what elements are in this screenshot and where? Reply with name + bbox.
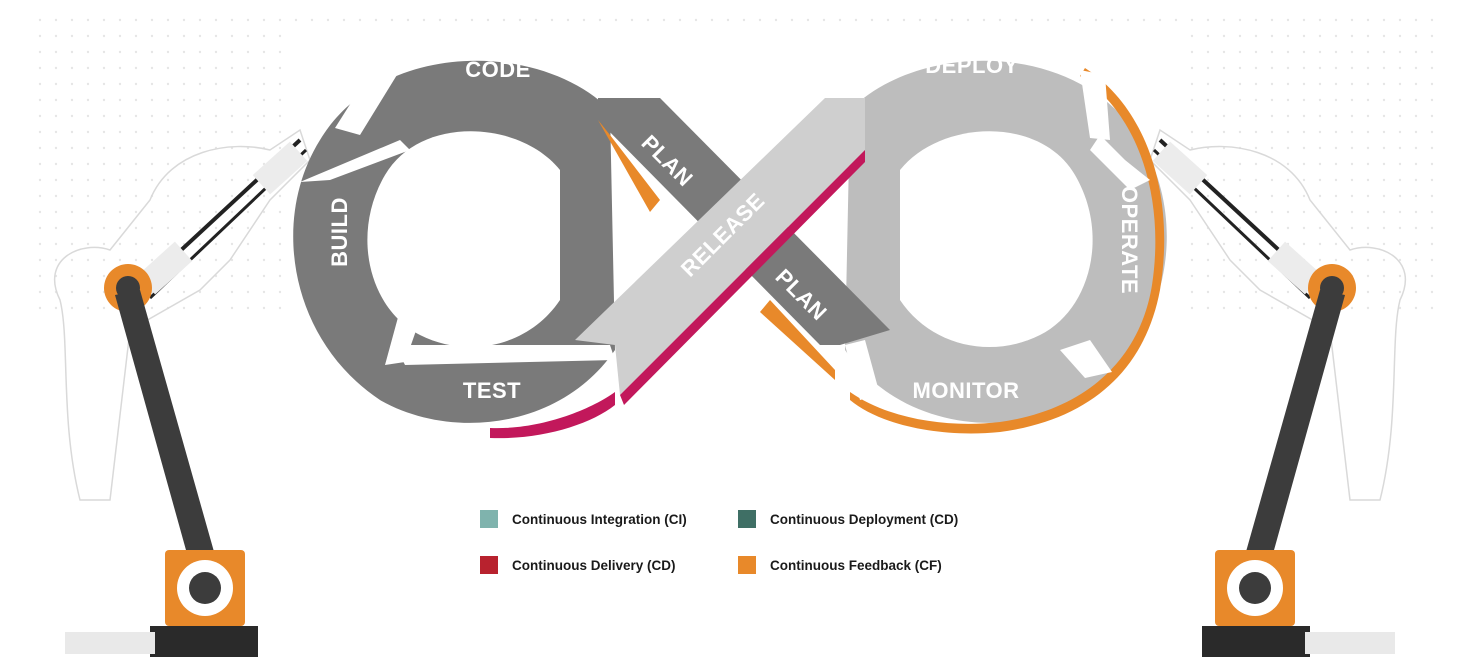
legend-label: Continuous Deployment (CD) (770, 511, 959, 527)
stage-operate: OPERATE (1117, 186, 1142, 294)
dot-grid-background (38, 18, 1434, 310)
legend-label: Continuous Integration (CI) (512, 511, 687, 527)
stage-code: CODE (465, 57, 531, 82)
legend-item-delivery: Continuous Delivery (CD) (480, 556, 676, 574)
stage-deploy: DEPLOY (925, 53, 1018, 78)
legend-label: Continuous Delivery (CD) (512, 557, 676, 573)
legend-item-ci: Continuous Integration (CI) (480, 510, 687, 528)
legend-swatch-delivery (480, 556, 498, 574)
stage-build: BUILD (327, 197, 352, 267)
crossing-bands (575, 98, 890, 405)
legend-swatch-deployment (738, 510, 756, 528)
legend-item-feedback: Continuous Feedback (CF) (738, 556, 942, 574)
legend-item-deployment: Continuous Deployment (CD) (738, 510, 958, 528)
stage-monitor: MONITOR (913, 378, 1020, 403)
legend-swatch-feedback (738, 556, 756, 574)
stage-test: TEST (463, 378, 521, 403)
left-robot-arm-icon (53, 128, 311, 657)
right-robot-arm-icon (1149, 128, 1407, 657)
legend: Continuous Integration (CI) Continuous D… (480, 508, 1020, 588)
legend-label: Continuous Feedback (CF) (770, 557, 942, 573)
left-loop (293, 60, 615, 439)
legend-swatch-ci (480, 510, 498, 528)
right-loop (845, 60, 1167, 434)
